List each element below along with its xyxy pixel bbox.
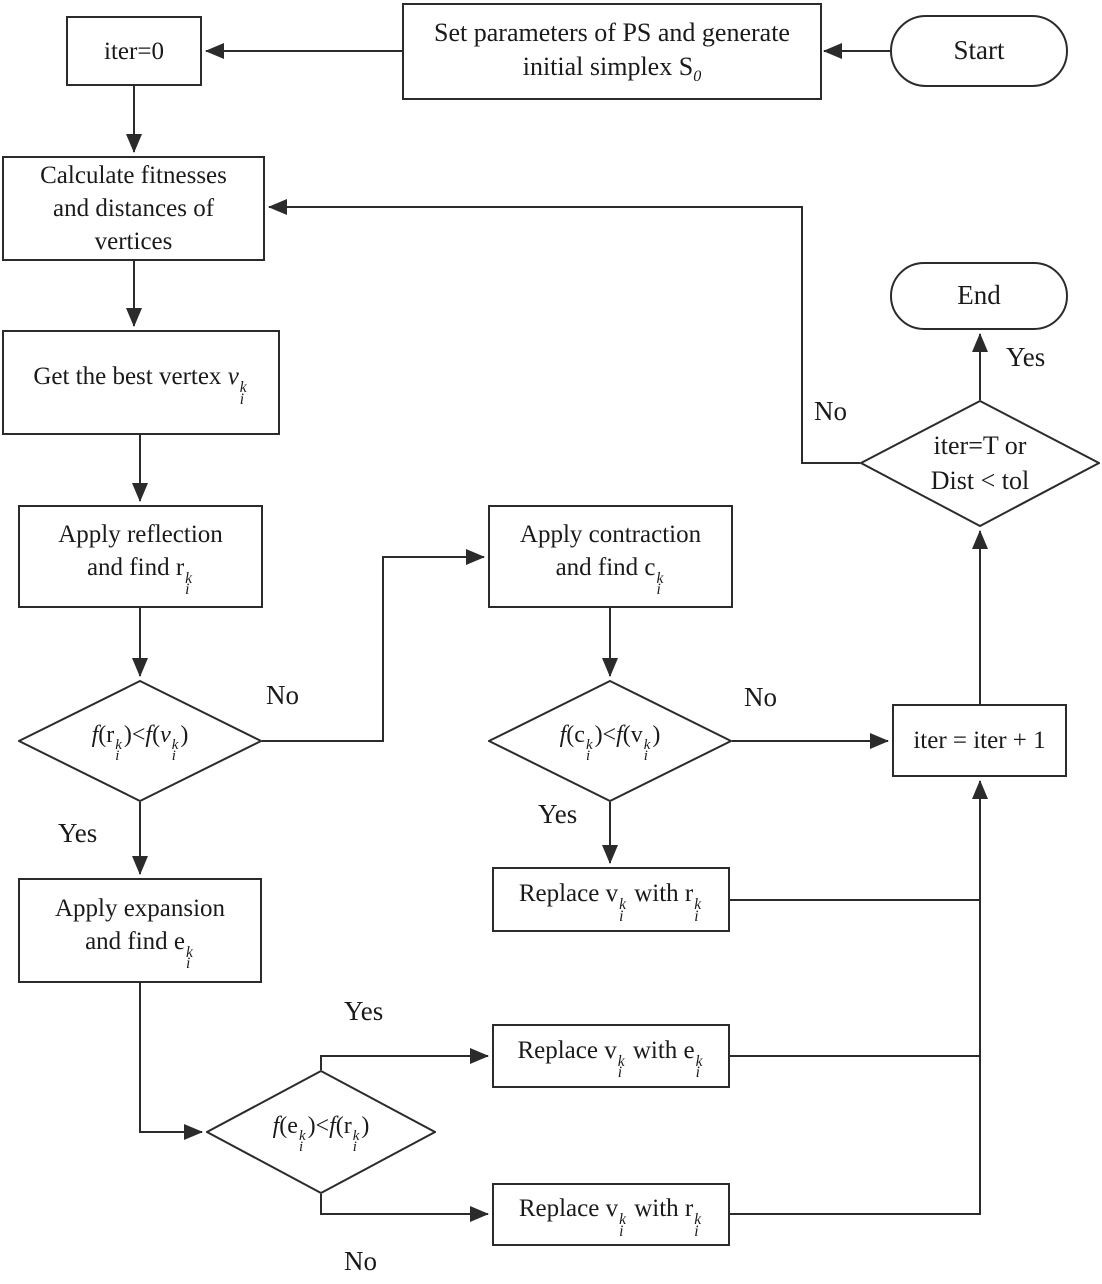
node-iter0: iter=0 [66,16,202,86]
edge-trunk-iterinc [730,780,988,1215]
diamond-shape [860,400,1100,527]
edge-dreflect-contraction-no [262,549,485,742]
edge-label-reflection-no: No [266,680,299,710]
edge-label-reflection-yes: Yes [58,818,98,848]
iter-increment-label: iter = iter + 1 [913,727,1046,754]
edge-label-contraction-no: No [744,682,777,712]
edge-dexpand-replacee-yes [320,1048,489,1070]
node-iter-increment: iter = iter + 1 [892,704,1067,777]
edge-label-contraction-yes: Yes [538,799,578,829]
edge-label-expansion-no: No [344,1246,377,1276]
node-start: Start [890,15,1068,87]
edge-label-stop-yes: Yes [1006,342,1046,372]
start-label: Start [953,35,1005,66]
edge-dexpand-replacer2-no [320,1194,489,1222]
edge-dstop-calc-no [268,199,860,464]
edge-expansion-dexpand [139,983,203,1140]
diamond-shape [488,680,732,802]
iter0-label: iter=0 [104,37,164,65]
diamond-shape [206,1070,436,1194]
node-end: End [890,262,1068,330]
edge-label-expansion-yes: Yes [344,996,384,1026]
diamond-shape [18,680,262,802]
edge-label-stop-no: No [814,396,847,426]
end-label: End [957,280,1001,311]
